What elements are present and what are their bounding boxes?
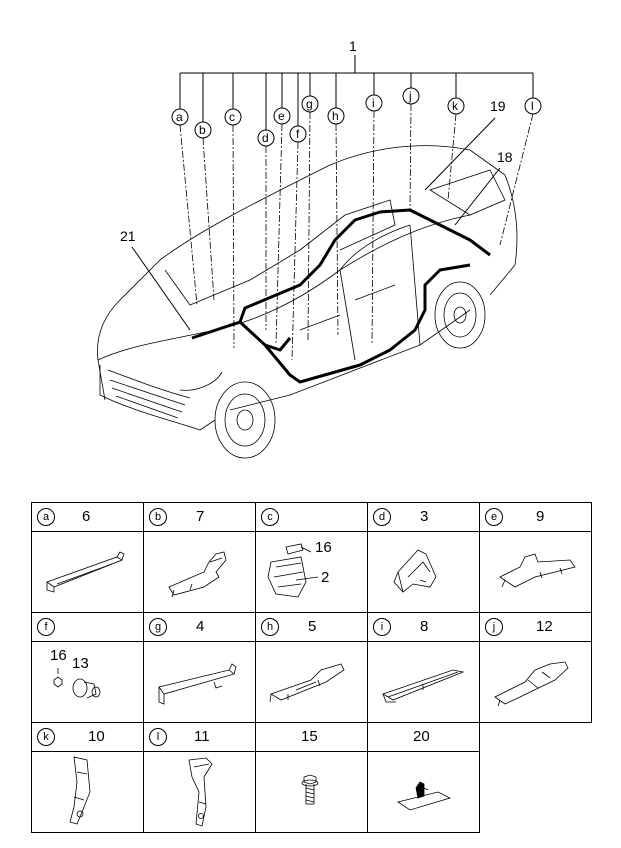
callout-k: k — [447, 97, 465, 115]
leader-18 — [454, 167, 501, 226]
callout-h: h — [327, 107, 345, 125]
clip-k-icon — [69, 756, 91, 825]
protector-j-icon — [494, 661, 569, 707]
svg-text:c: c — [229, 110, 235, 124]
part-image-k — [31, 751, 144, 833]
callout-d: d — [257, 129, 275, 147]
protector-e-icon — [499, 553, 576, 588]
callout-c: c — [224, 108, 242, 126]
connector-block-c-icon — [267, 543, 319, 598]
cell-header-f: f — [31, 612, 144, 642]
callout-l: l — [524, 97, 542, 115]
part-image-c: 16 2 — [255, 531, 368, 613]
part-label-19: 19 — [490, 98, 506, 114]
svg-text:e: e — [278, 109, 285, 123]
protector-h-icon — [269, 663, 345, 703]
clip-l-icon — [188, 757, 213, 827]
vehicle-outline — [97, 145, 518, 431]
main-part-label: 1 — [349, 38, 357, 54]
grommet-f-icon — [53, 668, 101, 699]
sub-label-13: 13 — [72, 655, 89, 672]
protector-bracket-b-icon — [168, 551, 227, 598]
bracket-d-icon — [393, 549, 437, 593]
wiring-harness-diagram: 1 a b c d e f g h i j k l 21 19 18 — [97, 38, 542, 459]
sub-label-16: 16 — [315, 539, 332, 556]
callout-b: b — [194, 121, 212, 139]
svg-text:j: j — [408, 89, 412, 103]
empty-cell — [480, 723, 592, 752]
part-image-j — [479, 641, 592, 723]
tape-20-icon — [397, 781, 452, 811]
svg-text:d: d — [262, 131, 269, 145]
callout-leaders — [179, 103, 534, 361]
svg-text:l: l — [531, 99, 534, 113]
wiring-harness — [191, 208, 491, 384]
cell-header-15: 15 — [255, 722, 368, 752]
part-image-d — [367, 531, 480, 613]
part-image-a — [31, 531, 144, 613]
part-label-21: 21 — [120, 228, 136, 244]
svg-text:f: f — [296, 127, 300, 141]
part-image-15 — [255, 751, 368, 833]
leader-21 — [131, 246, 191, 331]
callout-j: j — [402, 87, 420, 105]
callout-e: e — [273, 107, 291, 125]
svg-text:a: a — [176, 110, 183, 124]
callout-i: i — [365, 94, 383, 112]
svg-text:h: h — [332, 109, 339, 123]
callout-f: f — [289, 125, 307, 143]
protector-g-icon — [158, 663, 237, 705]
main-callout-bracket — [179, 55, 534, 130]
sub-label-16: 16 — [50, 647, 67, 664]
part-image-e — [479, 531, 592, 613]
svg-text:i: i — [372, 96, 375, 110]
callout-g: g — [301, 95, 319, 113]
protector-i-icon — [382, 669, 465, 703]
part-image-i — [367, 641, 480, 723]
front-wheel — [214, 381, 276, 459]
part-image-b — [143, 531, 256, 613]
cell-header-c: c — [255, 502, 368, 532]
rear-wheel — [434, 281, 486, 349]
leader-19 — [424, 117, 496, 191]
empty-cell — [480, 752, 592, 833]
protector-bracket-a-icon — [46, 551, 125, 593]
svg-text:b: b — [199, 123, 206, 137]
callout-a: a — [171, 108, 189, 126]
bolt-15-icon — [301, 774, 319, 805]
part-image-h — [255, 641, 368, 723]
svg-text:g: g — [306, 97, 313, 111]
svg-text:k: k — [452, 99, 459, 113]
cell-header-20: 20 — [367, 722, 480, 752]
part-label-18: 18 — [497, 149, 513, 165]
part-image-l — [143, 751, 256, 833]
part-image-g — [143, 641, 256, 723]
sub-label-2: 2 — [321, 569, 330, 586]
part-image-f: 16 13 — [31, 641, 144, 723]
part-image-20 — [367, 751, 480, 833]
